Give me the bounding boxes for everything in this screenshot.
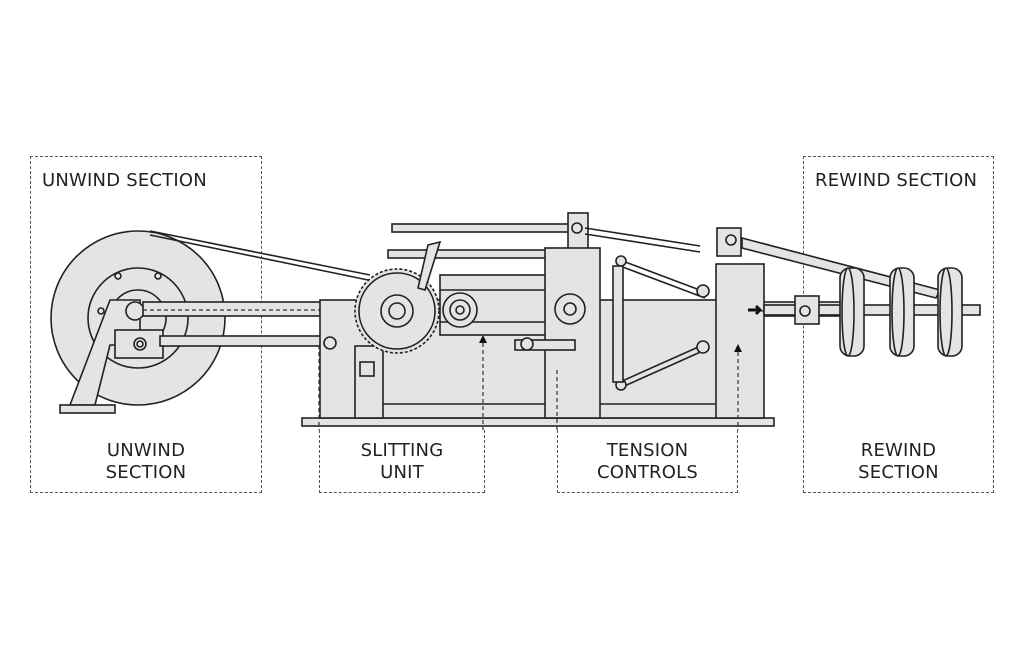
rewind-roll [839, 267, 865, 357]
unwind-label-line2: SECTION [105, 462, 187, 483]
rewind-shaft [763, 304, 981, 316]
unwind-top-label: UNWIND SECTION [42, 170, 207, 191]
tension-label-line1: TENSION [606, 440, 689, 461]
rewind-roll [937, 267, 963, 357]
bearing-block [114, 329, 164, 359]
unwind-label-line1: UNWIND [106, 440, 186, 461]
tension-roller [554, 293, 586, 325]
slitting-label: SLITTING UNIT [319, 440, 485, 484]
tension-control-block [715, 263, 765, 419]
tension-label-line2: CONTROLS [597, 462, 698, 483]
top-bar [391, 223, 573, 233]
unwind-bottom-label: UNWIND SECTION [30, 440, 262, 484]
rewind-roll [889, 267, 915, 357]
unwind-shaft-hub [125, 301, 145, 321]
unwind-section-frame [30, 156, 262, 493]
stand-foot [59, 404, 116, 414]
rewind-top-label: REWIND SECTION [815, 170, 978, 191]
tension-column [544, 247, 601, 419]
rewind-bottom-label: REWIND SECTION [803, 440, 994, 484]
tension-controls-frame [557, 430, 738, 493]
machine-base [301, 417, 775, 427]
slitting-gear [354, 240, 442, 354]
slitting-label-line1: SLITTING [360, 440, 444, 461]
tension-label: TENSION CONTROLS [557, 440, 738, 484]
slitting-roller [442, 292, 478, 328]
tension-linkage [619, 259, 706, 389]
rewind-label-line2: SECTION [858, 462, 939, 483]
slitting-unit-frame [319, 430, 485, 493]
slitting-label-line2: UNIT [380, 462, 424, 483]
rewind-label-line1: REWIND [860, 440, 937, 461]
drive-belt [149, 230, 371, 281]
slitting-pedestal [354, 345, 384, 419]
